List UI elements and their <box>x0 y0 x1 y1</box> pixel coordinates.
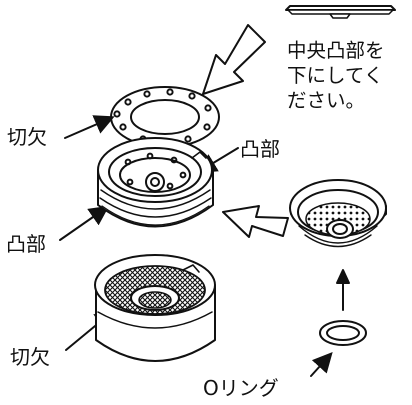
upward-arrow <box>336 269 350 311</box>
middle-cartridge-part <box>97 137 214 228</box>
instruction-note: 中央凸部を 下にしてく ださい。 <box>287 39 385 112</box>
label-protrusion-right: 凸部 <box>240 137 280 161</box>
hollow-arrow-middle <box>222 205 289 238</box>
label-cutout-bottom: 切欠 <box>10 345 50 369</box>
hollow-arrow-top <box>202 24 266 95</box>
leader-line-protrusion-left <box>59 205 110 241</box>
label-cutout-top: 切欠 <box>7 125 47 149</box>
label-o-ring: Oリング <box>203 376 279 400</box>
mesh-housing-part <box>94 254 216 362</box>
label-protrusion-left: 凸部 <box>6 232 46 256</box>
flat-plate-part <box>285 5 396 19</box>
inverted-cap-part <box>289 179 387 248</box>
leader-line-o-ring <box>310 352 333 377</box>
o-ring-part <box>319 320 367 346</box>
gasket-part <box>110 86 220 148</box>
leader-line-cutout-top <box>64 115 115 139</box>
